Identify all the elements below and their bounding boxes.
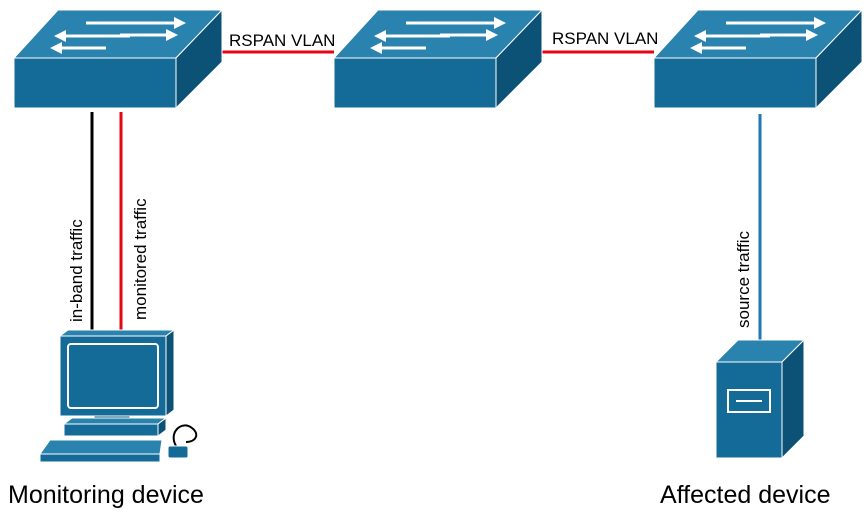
switch-arrows-icon xyxy=(370,17,506,54)
rspan-vlan-label-right: RSPAN VLAN xyxy=(552,29,658,48)
monitoring-device-label: Monitoring device xyxy=(8,481,204,509)
monitored-traffic-label: monitored traffic xyxy=(131,198,150,320)
workstation-icon xyxy=(39,329,198,463)
switch-arrows-icon xyxy=(50,17,186,54)
switch-right xyxy=(652,8,864,110)
rspan-vlan-label-left: RSPAN VLAN xyxy=(229,31,335,50)
in-band-traffic-label: in-band traffic xyxy=(67,219,86,322)
switch-left xyxy=(12,8,224,110)
switch-arrows-icon xyxy=(690,17,826,54)
affected-device-label: Affected device xyxy=(660,481,830,509)
switch-middle xyxy=(332,8,544,110)
server-icon xyxy=(714,338,806,460)
source-traffic-label: source traffic xyxy=(734,230,753,328)
